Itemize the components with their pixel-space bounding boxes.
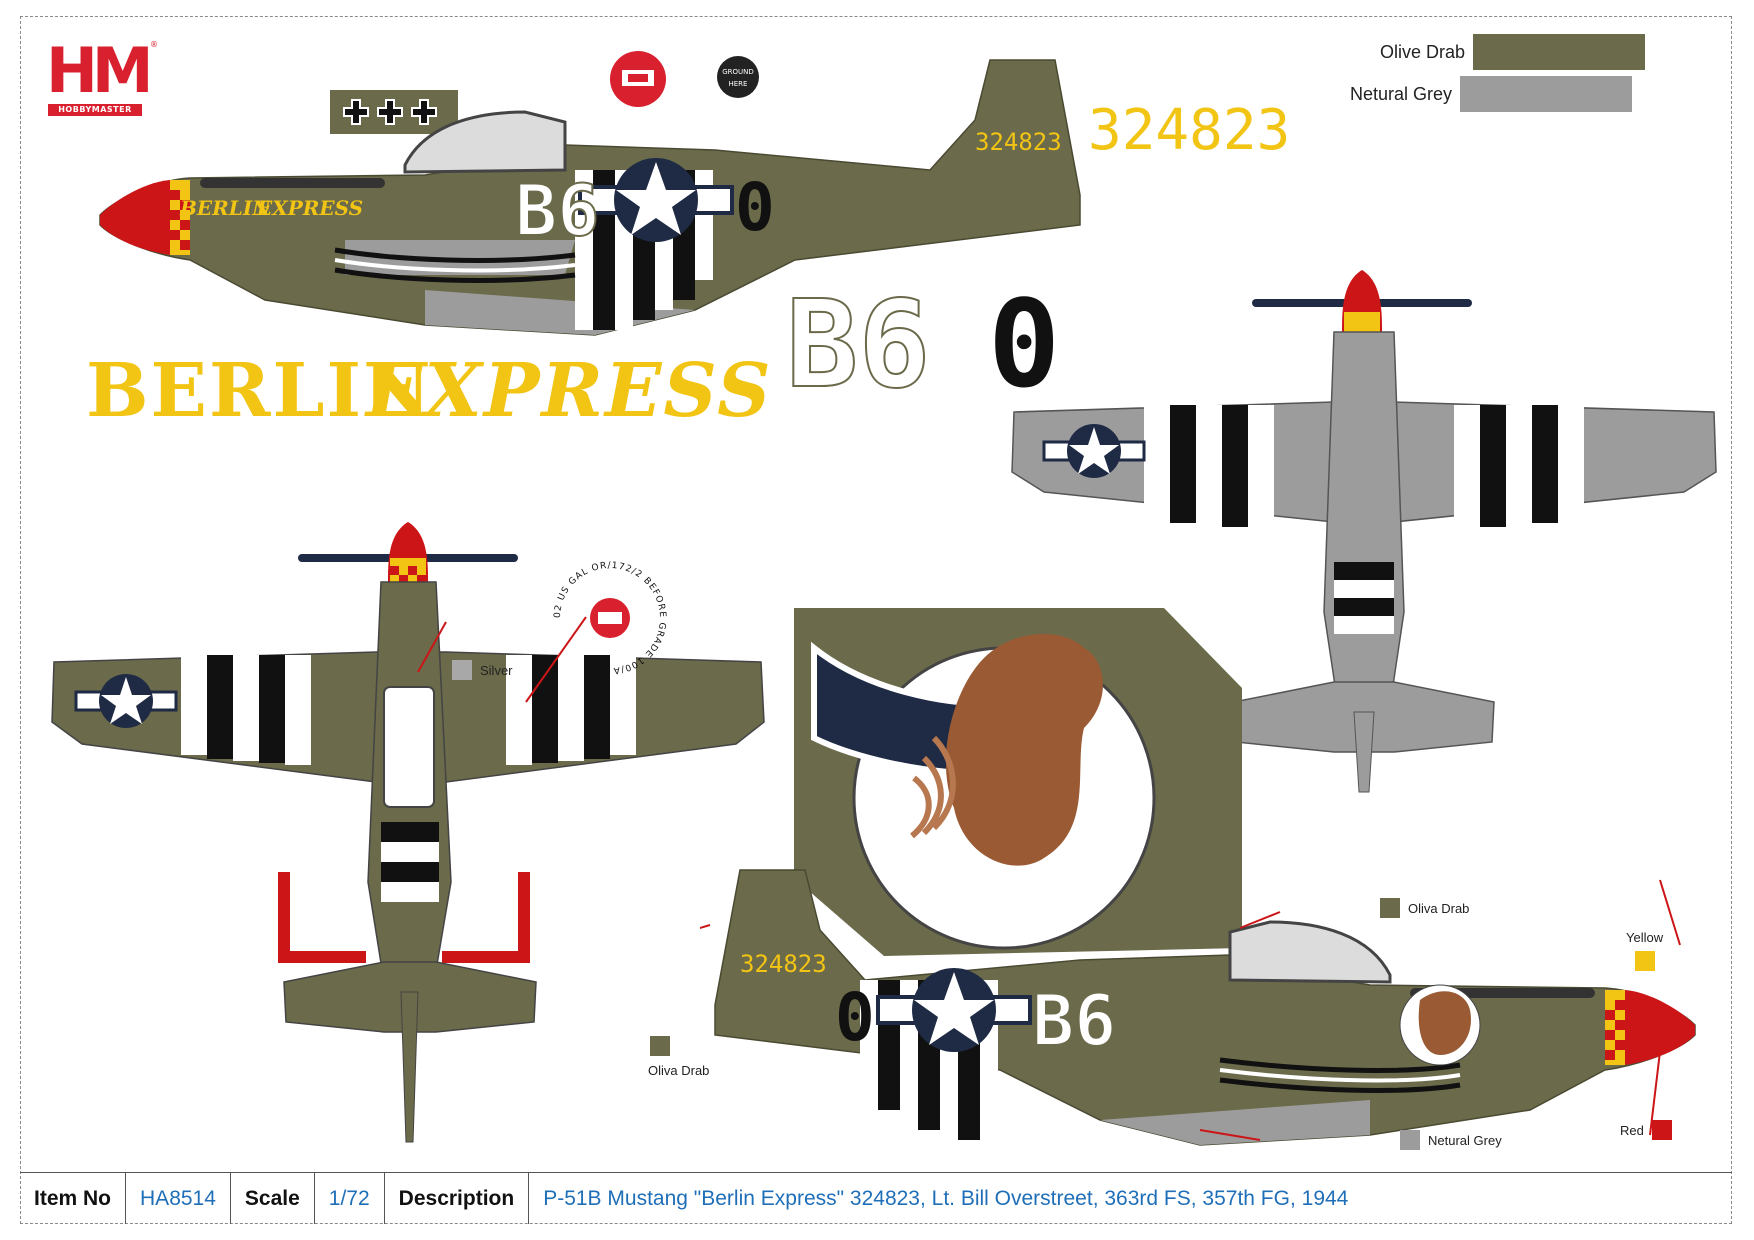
oliva-drab-swatch — [650, 1036, 670, 1056]
code-zero-side: 0 — [735, 169, 775, 246]
logo-subtitle: HOBBYMASTER — [48, 104, 142, 116]
callout-silver: Silver — [452, 660, 513, 680]
kill-cross-icon — [343, 99, 369, 125]
scale-value: 1/72 — [313, 1172, 385, 1224]
canopy-top — [383, 686, 435, 808]
wing-invasion-stripes — [1144, 405, 1584, 529]
side-profile-right: 0 B6 324823 — [700, 869, 1696, 1146]
fuselage-under — [1323, 331, 1405, 713]
legend-netural-grey: Netural Grey — [1350, 76, 1633, 112]
code-letters-decal: B6 — [785, 276, 931, 415]
tailfin-under — [1353, 711, 1375, 793]
scale-label: Scale — [229, 1172, 315, 1224]
netural-grey-swatch — [1400, 1130, 1420, 1150]
underside-view — [1011, 270, 1717, 793]
callout-oliva-drab-left: Oliva Drab — [648, 1036, 709, 1079]
callout-label: Oliva Drab — [648, 1063, 710, 1078]
spec-table: Item No HA8514 Scale 1/72 Description P-… — [20, 1172, 1732, 1224]
star-and-bar-insignia-right — [876, 968, 1032, 1052]
name-side: BERLIN — [179, 196, 271, 220]
star-icon — [914, 972, 994, 1045]
legend-olive-drab: Olive Drab — [1380, 34, 1646, 70]
name-decal-left: BERLIN — [86, 348, 433, 434]
code-letters-right: B6 — [1032, 980, 1116, 1062]
callout-red: Red — [1620, 1120, 1672, 1140]
logo-mark: HM — [46, 34, 154, 107]
callout-netural-grey: Netural Grey — [1400, 1130, 1502, 1150]
callout-label: Oliva Drab — [1408, 900, 1470, 916]
silver-callout-arrows — [417, 616, 587, 703]
dragon-icon — [945, 634, 1103, 866]
callout-yellow: Yellow — [1626, 930, 1663, 971]
svg-text:GROUND: GROUND — [722, 68, 754, 76]
top-badges: GROUND HERE — [610, 51, 759, 107]
star-insignia-under — [1042, 424, 1146, 478]
star-icon — [616, 162, 696, 235]
wing-invasion-stripes — [181, 655, 636, 765]
kill-marks-panel — [330, 90, 458, 134]
spec-row: Item No HA8514 Scale 1/72 Description P-… — [20, 1172, 1732, 1224]
star-and-bar-insignia — [578, 158, 734, 242]
yellow-swatch — [1634, 951, 1655, 971]
description-label: Description — [383, 1172, 529, 1224]
svg-text:HERE: HERE — [729, 80, 748, 88]
olive-drab-swatch — [1473, 34, 1646, 70]
hobbymaster-logo: HM ® HOBBYMASTER — [46, 34, 158, 120]
star-icon — [1069, 427, 1119, 474]
nose-emblem-icon — [1399, 984, 1481, 1066]
canopy — [403, 110, 567, 174]
serial-tail-right: 324823 — [740, 950, 827, 978]
legend-label: Olive Drab — [1380, 41, 1466, 62]
top-plan-view — [51, 522, 765, 1143]
star-icon — [101, 677, 151, 724]
item-no-label: Item No — [20, 1172, 126, 1224]
callout-label: Yellow — [1626, 930, 1664, 945]
red-swatch — [1651, 1120, 1672, 1140]
name-decal-right: EXPRESS — [366, 348, 773, 434]
callout-oliva-drab-top: Oliva Drab — [1380, 898, 1469, 918]
exhaust-stacks — [200, 178, 385, 188]
nose-checkers — [170, 180, 190, 255]
serial-decal: 324823 — [1088, 98, 1291, 163]
code-zero-right: 0 — [835, 979, 875, 1056]
spinner — [100, 180, 170, 255]
description-value: P-51B Mustang "Berlin Express" 324823, L… — [528, 1172, 1732, 1224]
star-insignia-top — [74, 674, 178, 728]
item-no-value: HA8514 — [125, 1172, 231, 1224]
netural-grey-swatch — [1460, 76, 1633, 112]
callout-label: Silver — [480, 662, 513, 678]
silver-swatch — [452, 660, 472, 680]
callout-arrows-right — [700, 879, 1681, 1141]
spinner-right — [1625, 990, 1695, 1065]
oliva-drab-swatch — [1380, 898, 1400, 918]
tailfin-top — [400, 991, 419, 1143]
side-profile-left: B6 0 BERLIN EXPRESS 324823 — [99, 59, 1081, 336]
code-letters-side: B6 — [515, 170, 599, 252]
nose-checkers-right — [1605, 990, 1625, 1065]
red-marking-brackets — [278, 872, 530, 963]
kill-cross-icon — [411, 99, 437, 125]
callout-label: Netural Grey — [1428, 1132, 1502, 1148]
canopy-right — [1228, 920, 1392, 984]
callout-label: Red — [1620, 1122, 1644, 1138]
ground-here-badge — [717, 56, 759, 98]
kill-cross-icon — [377, 99, 403, 125]
serial-tail: 324823 — [975, 128, 1062, 156]
code-zero-decal: 0 — [988, 276, 1061, 415]
name-side-right: EXPRESS — [256, 196, 363, 220]
logo-trademark: ® — [150, 40, 158, 49]
fuel-filler-decal: 02 US GAL OR/172/2 BEFORE GRADE 100/A — [553, 561, 666, 675]
legend-label: Netural Grey — [1350, 83, 1453, 104]
squadron-emblem — [794, 608, 1242, 956]
